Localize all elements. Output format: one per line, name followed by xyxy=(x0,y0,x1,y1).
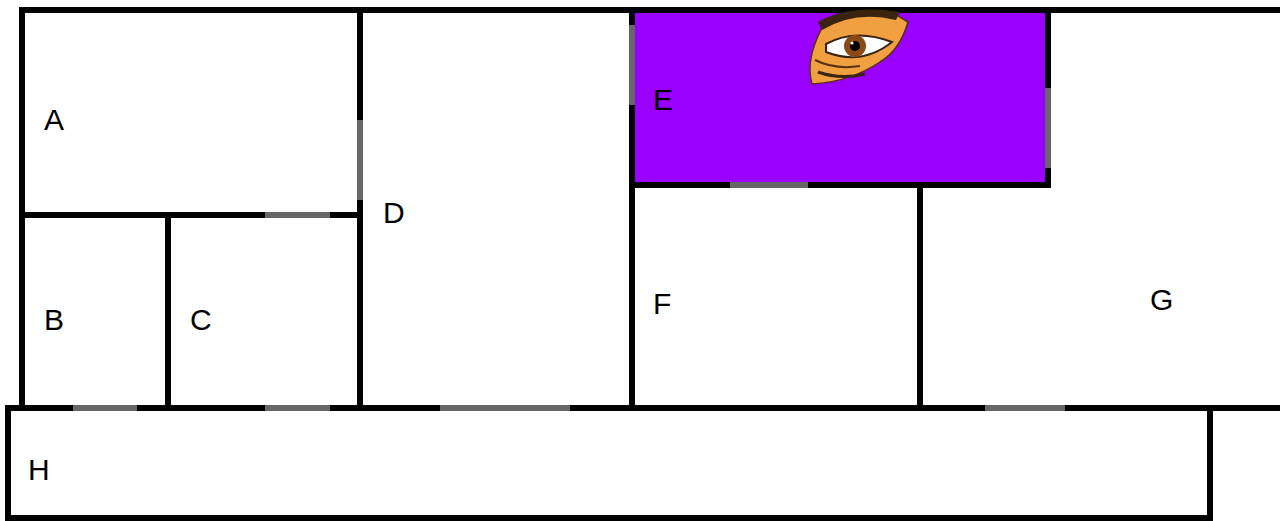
room: A xyxy=(42,102,67,138)
room-label: E xyxy=(653,82,674,118)
walls xyxy=(8,10,1280,518)
room-label: B xyxy=(44,302,65,338)
room-label: G xyxy=(1150,282,1174,318)
room: D xyxy=(381,195,407,231)
room: G xyxy=(1148,282,1176,318)
doors xyxy=(73,25,1065,408)
room-label: A xyxy=(44,102,65,138)
room-label: H xyxy=(28,452,50,488)
room-label: D xyxy=(383,195,405,231)
room: E xyxy=(651,82,676,118)
highlighted-room xyxy=(632,10,1048,185)
room: F xyxy=(651,286,674,322)
room: B xyxy=(42,302,67,338)
room: H xyxy=(26,452,52,488)
eye-icon xyxy=(810,10,908,84)
room: C xyxy=(188,302,214,338)
room-label: F xyxy=(653,286,672,322)
room-label: C xyxy=(190,302,212,338)
